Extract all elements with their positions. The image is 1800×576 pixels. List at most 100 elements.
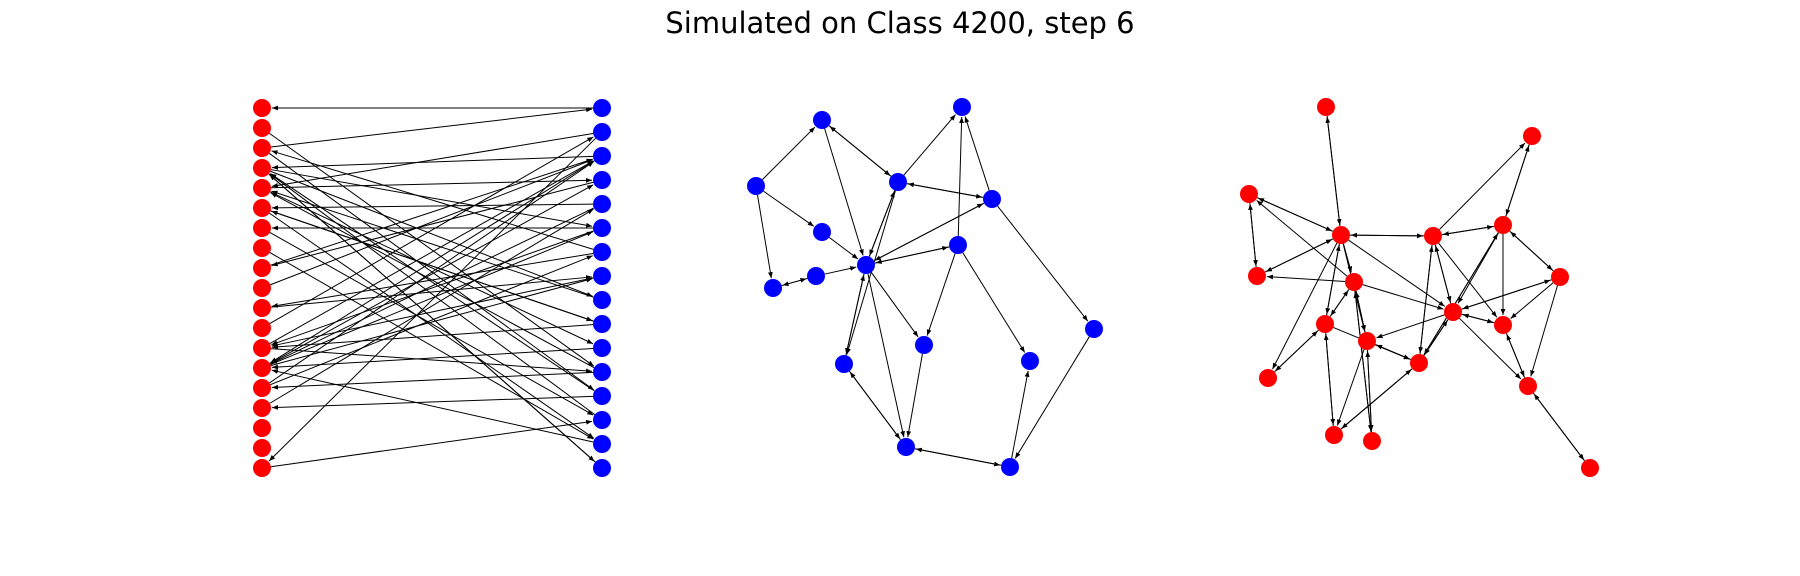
blue-graph-edge (824, 266, 857, 275)
blue-graph-edge (845, 274, 865, 356)
red-graph-edge (1510, 231, 1554, 272)
blue-graph-node (949, 236, 967, 254)
bipartite-nodes (253, 99, 611, 477)
blue-graph-node (813, 111, 831, 129)
bipartite-edge (270, 107, 593, 148)
bipartite-edge (271, 371, 594, 390)
figure-title: Simulated on Class 4200, step 6 (665, 6, 1135, 40)
blue-graph-node (857, 256, 875, 274)
blue-graph-edge (829, 125, 892, 177)
bipartite-edge (270, 275, 593, 308)
red-graph-panel (1240, 98, 1599, 477)
blue-graph-node (1001, 458, 1019, 476)
red-graph-edge (1350, 232, 1425, 238)
red-graph-edge (1256, 200, 1348, 277)
blue-graph-edge (756, 194, 773, 279)
red-graph-node (1240, 185, 1258, 203)
bipartite-node (593, 339, 611, 357)
blue-graph-edge (915, 447, 1002, 466)
bipartite-panel (253, 99, 611, 477)
bipartite-node (593, 363, 611, 381)
red-graph-node (1494, 216, 1512, 234)
bipartite-edge (270, 277, 593, 367)
red-graph-edge (1419, 245, 1434, 355)
red-graph-edge (1505, 145, 1530, 217)
blue-graph-edge (762, 126, 816, 180)
bipartite-edge (270, 158, 593, 266)
red-graph-node (1358, 332, 1376, 350)
red-graph-edge (1266, 274, 1346, 282)
blue-graph-node (835, 355, 853, 373)
bipartite-edge (270, 177, 593, 189)
blue-graph-node (764, 279, 782, 297)
blue-graph-edge (903, 114, 956, 176)
blue-graph-node (1021, 352, 1039, 370)
blue-graph-edges (756, 114, 1090, 467)
bipartite-edge (269, 191, 594, 345)
blue-graph-node (915, 336, 933, 354)
bipartite-node (253, 299, 271, 317)
red-graph-edge (1442, 225, 1495, 236)
blue-graph-edge (926, 253, 956, 336)
bipartite-node (593, 315, 611, 333)
bipartite-node (593, 243, 611, 261)
blue-graph-edge (849, 371, 902, 441)
bipartite-node (253, 159, 271, 177)
bipartite-node (593, 267, 611, 285)
red-graph-edge (1336, 349, 1365, 426)
bipartite-node (253, 119, 271, 137)
bipartite-node (593, 123, 611, 141)
blue-graph-node (807, 267, 825, 285)
blue-graph-edge (962, 252, 1026, 353)
red-graph-node (1551, 268, 1569, 286)
blue-graph-panel (747, 98, 1103, 476)
bipartite-edge (271, 369, 594, 443)
bipartite-node (253, 199, 271, 217)
bipartite-edges (268, 105, 596, 468)
bipartite-node (593, 291, 611, 309)
blue-graph-edge (1011, 370, 1030, 459)
blue-graph-nodes (747, 98, 1103, 476)
bipartite-node (253, 339, 271, 357)
red-graph-edge (1323, 333, 1334, 427)
blue-graph-edge (873, 203, 984, 262)
bipartite-edge (269, 161, 595, 384)
bipartite-edge (270, 255, 593, 386)
red-graph-nodes (1240, 98, 1599, 477)
bipartite-edge (271, 155, 594, 170)
red-graph-node (1248, 267, 1266, 285)
bipartite-node (253, 279, 271, 297)
blue-graph-edge (1014, 336, 1090, 459)
red-graph-edge (1325, 116, 1341, 227)
blue-graph-node (953, 98, 971, 116)
bipartite-edge (269, 252, 594, 440)
bipartite-edge (270, 231, 593, 366)
red-graph-edge (1434, 245, 1452, 304)
blue-graph-edge (874, 246, 949, 264)
red-graph-node (1581, 459, 1599, 477)
red-graph-node (1316, 315, 1334, 333)
red-graph-node (1332, 226, 1350, 244)
bipartite-node (593, 435, 611, 453)
bipartite-edge (271, 203, 594, 211)
blue-graph-node (897, 438, 915, 456)
bipartite-node (253, 219, 271, 237)
bipartite-node (593, 387, 611, 405)
red-graph-edge (1348, 239, 1446, 307)
bipartite-node (593, 219, 611, 237)
bipartite-edge (270, 159, 593, 286)
bipartite-node (253, 99, 271, 117)
bipartite-edge (269, 212, 595, 439)
blue-graph-edge (782, 277, 808, 287)
red-graph-edge (1326, 244, 1341, 316)
bipartite-edge (270, 192, 595, 369)
bipartite-edge (271, 324, 594, 350)
blue-graph-edge (869, 190, 896, 256)
bipartite-node (253, 419, 271, 437)
bipartite-edge (270, 419, 593, 468)
bipartite-node (253, 439, 271, 457)
bipartite-node (253, 459, 271, 477)
bipartite-node (253, 259, 271, 277)
blue-graph-edge (964, 116, 990, 191)
blue-graph-edge (824, 128, 864, 256)
